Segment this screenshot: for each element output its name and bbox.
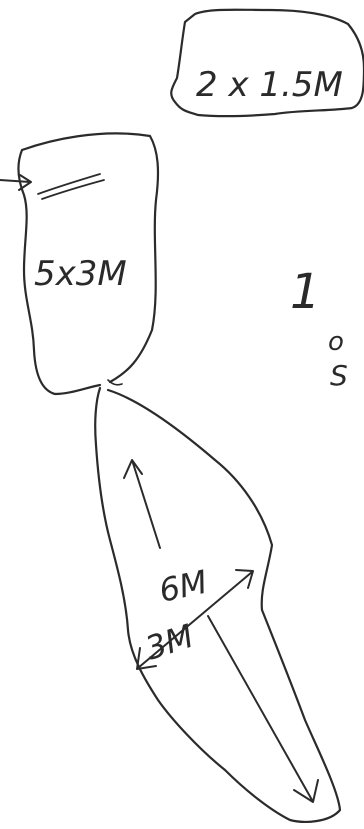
length-arrow xyxy=(123,459,161,549)
doorway-mark xyxy=(107,379,123,386)
diagonal-arrow xyxy=(207,615,319,803)
middle-room-label: 5x3M xyxy=(34,254,127,294)
entrance-arrow xyxy=(0,174,32,191)
margin-small-mark-2: S xyxy=(330,359,348,392)
length-label: 6M xyxy=(156,563,211,610)
small-room-outline xyxy=(170,8,364,118)
margin-small-mark-1: o xyxy=(328,327,344,357)
middle-room-outline xyxy=(17,132,160,396)
margin-large-mark: 1 xyxy=(290,264,321,320)
entrance-door-marks xyxy=(37,173,105,200)
small-room-label: 2 x 1.5M xyxy=(196,65,343,105)
large-room-outline xyxy=(94,386,342,823)
width-arrow xyxy=(136,569,254,670)
